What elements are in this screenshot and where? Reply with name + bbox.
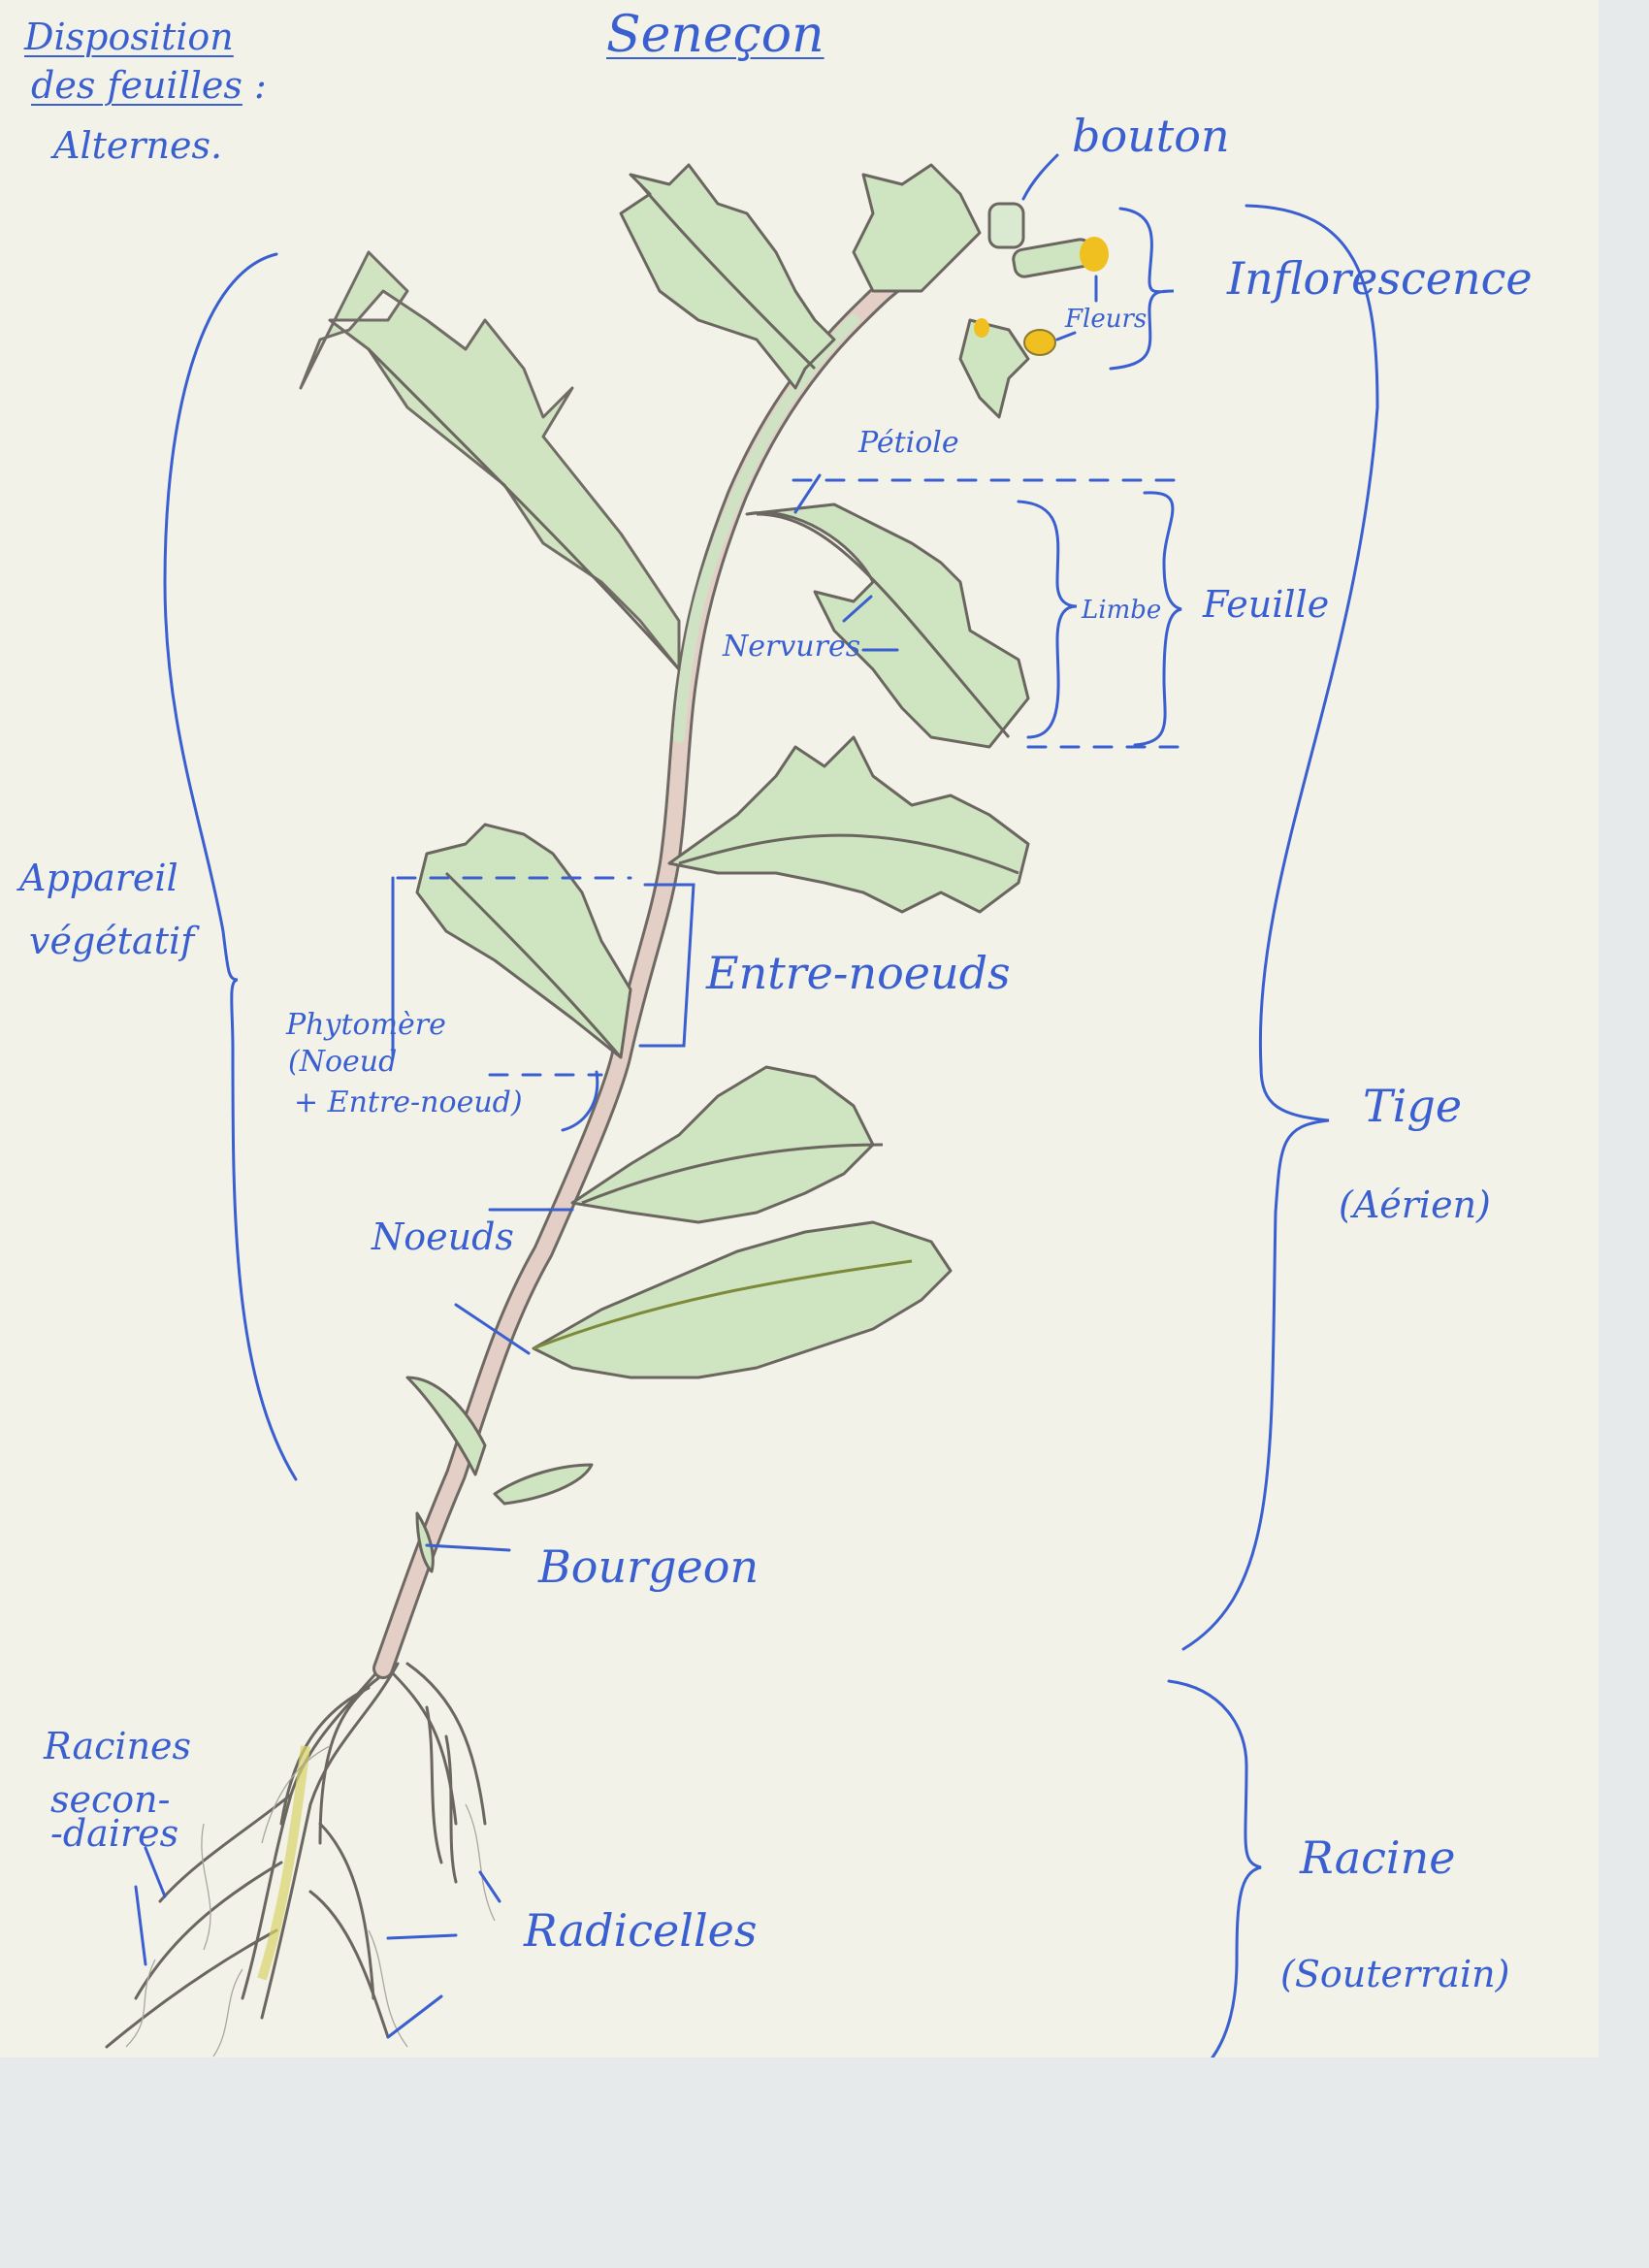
leaf-arrangement-value: Alternes. <box>53 124 223 167</box>
label-bourgeon: Bourgeon <box>538 1540 760 1593</box>
label-racines-sec-2: secon- <box>50 1778 171 1821</box>
label-appareil-1: Appareil <box>19 857 178 899</box>
annotation-lines <box>134 153 1379 2057</box>
label-bouton: bouton <box>1072 110 1230 162</box>
label-phytomere-2: (Noeud <box>288 1045 398 1079</box>
leaf-arrangement-heading-2: des feuilles <box>31 64 242 107</box>
leaves <box>299 163 1030 1573</box>
label-appareil-2: végétatif <box>29 920 195 962</box>
label-entre-noeuds: Entre-noeuds <box>706 947 1011 999</box>
label-tige-sub: (Aérien) <box>1339 1183 1491 1226</box>
label-tige: Tige <box>1363 1080 1463 1132</box>
label-racine-sub: (Souterrain) <box>1280 1953 1510 1995</box>
label-limbe: Limbe <box>1082 596 1162 625</box>
leaf-arrangement-heading-1: Disposition <box>24 16 234 58</box>
leaf-arrangement-colon: : <box>253 64 267 107</box>
plant-drawing <box>105 153 1379 2057</box>
page-title: Seneçon <box>606 6 824 64</box>
label-radicelles: Radicelles <box>524 1904 758 1957</box>
label-racines-sec-3: -daires <box>50 1812 179 1855</box>
label-noeuds: Noeuds <box>372 1215 514 1258</box>
label-petiole: Pétiole <box>858 426 959 460</box>
label-fleurs: Fleurs <box>1065 305 1148 334</box>
leaf-arrangement-heading-2-wrap: des feuilles : <box>31 64 267 107</box>
roots <box>105 1657 487 2049</box>
label-inflorescence: Inflorescence <box>1227 252 1533 305</box>
flower-heads <box>974 202 1109 356</box>
label-feuille: Feuille <box>1203 583 1330 626</box>
root-hairs <box>125 1745 496 2057</box>
taproot-highlight <box>257 1745 310 1981</box>
bud <box>415 1511 435 1573</box>
label-nervures: Nervures <box>723 630 861 664</box>
label-racines-sec-1: Racines <box>44 1725 192 1767</box>
label-phytomere-3: + Entre-noeud) <box>294 1085 523 1119</box>
label-racine: Racine <box>1300 1831 1456 1884</box>
label-phytomere-1: Phytomère <box>286 1008 446 1042</box>
